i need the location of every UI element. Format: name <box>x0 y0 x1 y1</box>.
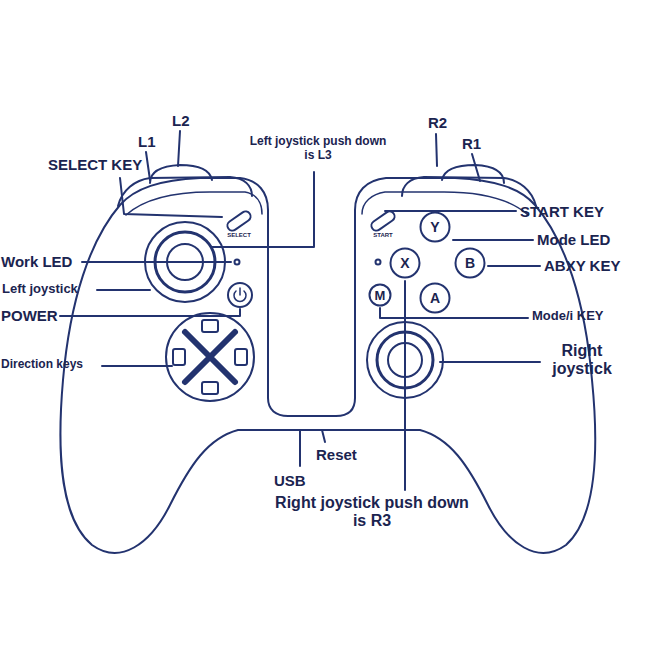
callout-label: Right joystick <box>537 342 627 379</box>
power-button <box>228 283 252 307</box>
select-button <box>225 209 252 232</box>
controller-body <box>60 178 595 553</box>
inner-bezel <box>362 192 528 215</box>
leader-line <box>60 131 540 490</box>
r1-bumper <box>402 177 536 206</box>
inner-bezel <box>126 192 262 215</box>
direction-key <box>173 349 185 365</box>
callout-label: START KEY <box>520 203 604 220</box>
callout-label: SELECT <box>227 232 251 239</box>
direction-key <box>202 320 218 332</box>
button-letter: X <box>389 247 421 279</box>
callout-label: SELECT KEY <box>48 156 142 173</box>
callout-label: Work LED <box>1 253 72 270</box>
direction-key <box>235 349 247 365</box>
callout-label: USB <box>274 472 306 489</box>
l2-trigger <box>150 165 212 183</box>
callout-label: R2 <box>428 114 447 131</box>
callout-label: L1 <box>138 133 156 150</box>
mode-led <box>376 260 381 265</box>
callout-label: Reset <box>316 446 357 463</box>
callout-label: POWER <box>1 307 58 324</box>
button-letter: M <box>368 283 392 307</box>
button-circle: X <box>389 247 421 279</box>
callout-label: Left joystick push down is L3 <box>248 135 388 163</box>
work-led <box>235 260 240 265</box>
button-letter: A <box>419 282 451 314</box>
r2-trigger <box>442 165 504 183</box>
button-letter: Y <box>419 211 451 243</box>
callout-label: Right joystick push down is R3 <box>272 494 472 531</box>
callout-label: ABXY KEY <box>544 257 620 274</box>
callout-label: Direction keys <box>1 358 83 372</box>
callout-label: Mode/i KEY <box>532 309 604 324</box>
l1-bumper <box>118 177 252 206</box>
button-letter: B <box>454 247 486 279</box>
callout-label: L2 <box>172 112 190 129</box>
start-button <box>369 209 396 232</box>
callout-label: Left joystick <box>2 282 78 297</box>
button-circle: Y <box>419 211 451 243</box>
button-circle: B <box>454 247 486 279</box>
direction-key <box>202 382 218 394</box>
direction-pad <box>166 313 254 401</box>
direction-pad <box>185 332 235 382</box>
button-circle: M <box>368 283 392 307</box>
callout-label: START <box>373 232 393 239</box>
callout-label: Mode LED <box>537 231 610 248</box>
power-icon <box>234 288 246 301</box>
button-circle: A <box>419 282 451 314</box>
callout-label: R1 <box>462 135 481 152</box>
